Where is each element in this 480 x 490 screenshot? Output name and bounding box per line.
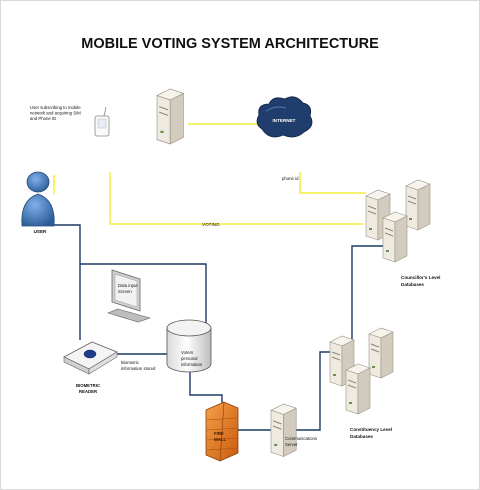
link-to-voters-db (80, 263, 207, 325)
biometric-reader-label-2: READER (79, 389, 98, 394)
yellow-links (53, 123, 366, 225)
mobile-phone-icon (94, 106, 110, 137)
subscribe-label-1: User subscribing to mobile (30, 105, 81, 110)
biometric-info-label-2: information stored (121, 366, 156, 371)
internet-label: INTERNET (273, 118, 296, 123)
data-input-label-2: Screen (118, 289, 132, 294)
link-phone-id (299, 172, 366, 194)
councillor-databases (365, 179, 431, 263)
server-icon (382, 211, 408, 263)
voters-label-2: personal (181, 356, 198, 361)
communications-server-icon (270, 403, 297, 458)
diagram-title: MOBILE VOTING SYSTEM ARCHITECTURE (81, 36, 379, 52)
voters-database-icon (166, 319, 212, 373)
comm-server-label-2: Server (285, 442, 298, 447)
internet-cloud-icon (256, 96, 313, 138)
constituency-databases (329, 327, 394, 415)
voters-label-3: information (181, 362, 203, 367)
dark-links (44, 224, 385, 431)
councillor-label-2: Databases (401, 282, 424, 287)
link-user-reader (44, 224, 81, 340)
voters-label-1: Voters (181, 350, 193, 355)
subscribe-label-2: network and acquiring SIM (30, 111, 81, 116)
voting-label: VOTING (202, 222, 220, 227)
constituency-label-2: Databases (350, 434, 373, 439)
mobile-network-server-icon (156, 88, 184, 145)
comm-server-label-1: Communications (285, 436, 317, 441)
firewall-label-2: WALL (214, 437, 227, 442)
data-input-label-1: Data input (118, 283, 138, 288)
phone-id-label: phone id (282, 176, 299, 181)
link-db-firewall (189, 372, 223, 410)
biometric-info-label-1: Biometric (121, 360, 140, 365)
biometric-reader-label-1: BIOMETRIC (76, 383, 100, 388)
user-label: USER (34, 229, 47, 234)
councillor-label-1: Councillor's Level (401, 275, 440, 280)
server-icon (345, 363, 371, 415)
biometric-reader-icon (63, 341, 118, 375)
server-icon (368, 327, 394, 379)
firewall-icon (205, 401, 239, 462)
user-icon (21, 171, 55, 227)
constituency-label-1: Constituency Level (350, 427, 392, 432)
server-icon (405, 179, 431, 231)
subscribe-label-3: and Phone ID (30, 116, 56, 121)
firewall-label-1: FIRE (214, 431, 224, 436)
data-input-monitor-icon (107, 269, 152, 323)
link-voting (109, 172, 364, 225)
